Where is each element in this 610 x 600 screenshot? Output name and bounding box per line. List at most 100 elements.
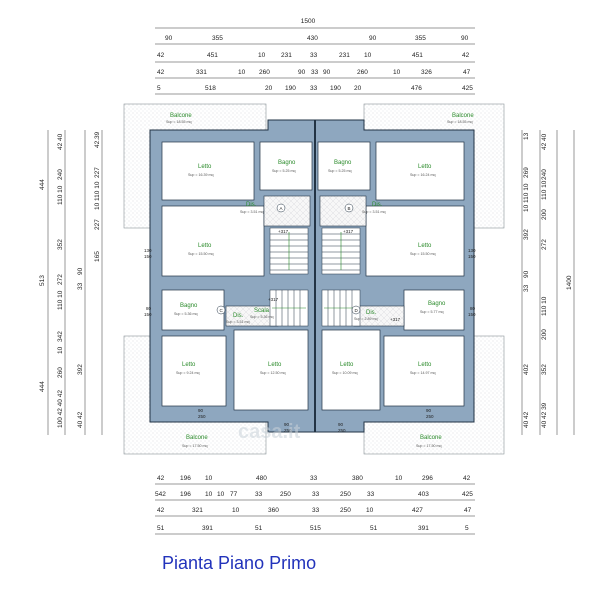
room-name: Balcone [170, 113, 192, 119]
svg-text:352: 352 [57, 239, 64, 250]
svg-text:Sup = 12.50 mq: Sup = 12.50 mq [260, 371, 285, 375]
svg-text:Sup = 17.50 mq: Sup = 17.50 mq [416, 444, 441, 448]
svg-text:13: 13 [523, 132, 530, 140]
room-name: Bagno [334, 160, 352, 166]
svg-text:444: 444 [39, 381, 46, 392]
svg-text:42: 42 [463, 475, 471, 482]
svg-text:392: 392 [523, 229, 530, 240]
svg-text:42: 42 [462, 52, 470, 59]
svg-text:391: 391 [202, 525, 213, 532]
svg-text:321: 321 [192, 507, 203, 514]
svg-text:100 42 40 42: 100 42 40 42 [57, 390, 64, 428]
room-name: Bagno [278, 160, 296, 166]
svg-text:200: 200 [541, 329, 548, 340]
svg-text:260: 260 [57, 367, 64, 378]
svg-text:250: 250 [280, 491, 291, 498]
svg-text:Sup = 16.39 mq: Sup = 16.39 mq [188, 173, 213, 177]
svg-text:Sup = 15.50 mq: Sup = 15.50 mq [188, 252, 213, 256]
room-labels: Balcone Sup = 18.55 mq Balcone Sup = 18.… [166, 113, 474, 448]
svg-text:10: 10 [232, 507, 240, 514]
dim-bottom-row1: 42 196 10 480 33 380 10 296 42 [157, 475, 471, 482]
svg-text:110 10: 110 10 [541, 180, 548, 200]
room-name: Dis. [233, 313, 244, 319]
svg-text:10: 10 [238, 69, 246, 76]
svg-text:331: 331 [196, 69, 207, 76]
svg-text:10: 10 [366, 507, 374, 514]
dim-top-row3: 42 331 10 260 90 33 90 260 10 326 47 [157, 69, 471, 76]
svg-text:90: 90 [298, 69, 306, 76]
room-name: Letto [418, 362, 432, 368]
svg-text:165: 165 [94, 251, 101, 262]
staircase [269, 227, 361, 327]
svg-text:90: 90 [426, 408, 432, 413]
svg-text:515: 515 [310, 525, 321, 532]
svg-text:51: 51 [255, 525, 263, 532]
room-name: Letto [182, 362, 196, 368]
svg-text:10: 10 [364, 52, 372, 59]
svg-text:33: 33 [77, 282, 84, 290]
svg-text:Sup = 2.89 mq: Sup = 2.89 mq [354, 317, 377, 321]
svg-text:Sup = 18.55 mq: Sup = 18.55 mq [447, 120, 472, 124]
svg-text:Sup = 14.97 mq: Sup = 14.97 mq [410, 371, 435, 375]
dim-bottom-row3: 42 321 10 360 33 250 10 427 47 [157, 507, 472, 514]
svg-text:33: 33 [311, 69, 319, 76]
svg-text:Sup = 3.51 mq: Sup = 3.51 mq [240, 210, 263, 214]
svg-text:10: 10 [395, 475, 403, 482]
svg-text:40 42: 40 42 [523, 411, 530, 428]
svg-text:40 42 39: 40 42 39 [541, 402, 548, 428]
svg-text:Sup = 18.55 mq: Sup = 18.55 mq [166, 120, 191, 124]
svg-text:B: B [348, 206, 351, 211]
dim-left-middle: 100 42 40 42 260 10 342 110 10 272 352 1… [57, 133, 64, 428]
svg-text:90: 90 [323, 69, 331, 76]
svg-text:391: 391 [418, 525, 429, 532]
svg-text:150: 150 [144, 312, 152, 317]
dim-left-inner: 40 42 392 33 90 165 227 10 110 10 227 42… [77, 131, 101, 428]
svg-text:10: 10 [258, 52, 266, 59]
svg-text:250: 250 [340, 491, 351, 498]
svg-text:90: 90 [338, 422, 344, 427]
svg-text:342: 342 [57, 331, 64, 342]
section-markers [216, 203, 361, 315]
svg-text:Sup = 5.77 mq: Sup = 5.77 mq [420, 310, 443, 314]
svg-text:227: 227 [94, 219, 101, 230]
svg-text:90: 90 [461, 35, 469, 42]
svg-text:77: 77 [230, 491, 238, 498]
svg-text:430: 430 [307, 35, 318, 42]
svg-text:10: 10 [393, 69, 401, 76]
svg-text:392: 392 [77, 364, 84, 375]
svg-text:513: 513 [39, 275, 46, 286]
disimpegno-areas [225, 195, 405, 327]
svg-text:402: 402 [523, 364, 530, 375]
room-name: Balcone [186, 435, 208, 441]
svg-text:190: 190 [285, 85, 296, 92]
svg-text:427: 427 [412, 507, 423, 514]
svg-text:130: 130 [144, 248, 152, 253]
svg-text:33: 33 [312, 507, 320, 514]
room-name: Bagno [180, 303, 198, 309]
svg-text:403: 403 [418, 491, 429, 498]
svg-text:5: 5 [157, 85, 161, 92]
room-name: Scala [254, 308, 270, 314]
bottom-dimension-lines [155, 483, 475, 535]
svg-text:250: 250 [426, 414, 434, 419]
svg-text:260: 260 [357, 69, 368, 76]
svg-text:227: 227 [94, 167, 101, 178]
svg-text:451: 451 [207, 52, 218, 59]
plan-title: Pianta Piano Primo [162, 553, 317, 573]
svg-text:110 10: 110 10 [57, 290, 64, 310]
svg-text:80: 80 [470, 306, 476, 311]
svg-text:250: 250 [198, 414, 206, 419]
room-name: Letto [418, 243, 432, 249]
svg-text:42: 42 [157, 69, 165, 76]
left-dimension-lines [47, 130, 103, 435]
room-name: Letto [340, 362, 354, 368]
section-marker-labels: A B C D [220, 206, 359, 313]
svg-text:A: A [280, 206, 283, 211]
svg-text:42.39: 42.39 [94, 131, 101, 148]
svg-text:476: 476 [411, 85, 422, 92]
svg-text:90: 90 [165, 35, 173, 42]
svg-text:C: C [220, 308, 224, 313]
svg-text:10: 10 [57, 346, 64, 354]
svg-text:90: 90 [77, 267, 84, 275]
